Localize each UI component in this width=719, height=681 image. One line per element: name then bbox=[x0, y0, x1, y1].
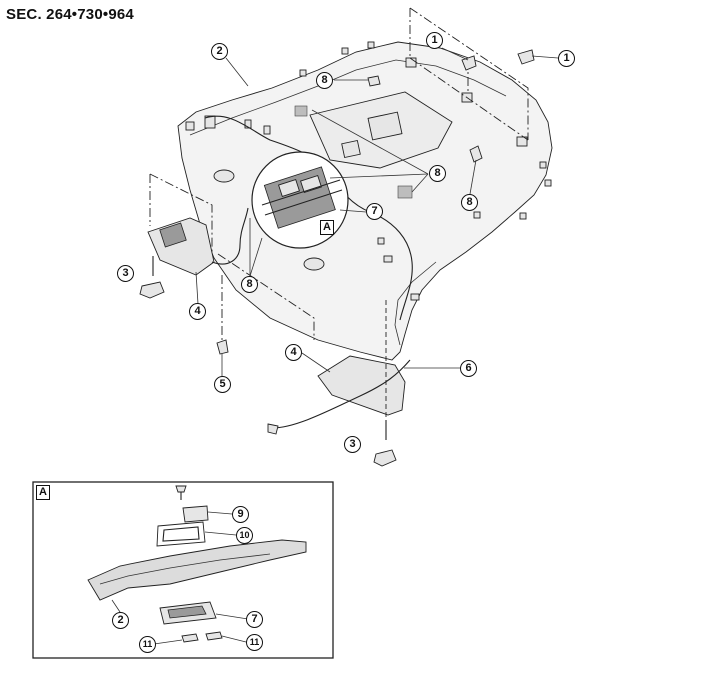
visor-holder-left bbox=[216, 339, 229, 355]
callout-4-right: 4 bbox=[285, 344, 302, 361]
clip-1-right bbox=[517, 49, 535, 65]
map-lamp-detail-circle bbox=[251, 151, 349, 249]
callout-8-lower: 8 bbox=[241, 276, 258, 293]
screw-cover-right bbox=[373, 449, 397, 467]
detail-callout-7: 7 bbox=[246, 611, 263, 628]
callout-8-top: 8 bbox=[316, 72, 333, 89]
section-code: SEC. 264•730•964 bbox=[6, 6, 134, 23]
detail-callout-2: 2 bbox=[112, 612, 129, 629]
detail-callout-11-left: 11 bbox=[139, 636, 156, 653]
callout-2: 2 bbox=[211, 43, 228, 60]
assist-grip-harness bbox=[271, 359, 411, 429]
dome-lamp-rear bbox=[303, 257, 325, 271]
detail-a-label-main: A bbox=[320, 220, 334, 235]
callout-4-left: 4 bbox=[189, 303, 206, 320]
leader-lines bbox=[195, 47, 559, 376]
screw-cover-left bbox=[139, 281, 165, 299]
detail-callout-11-right: 11 bbox=[246, 634, 263, 651]
clip-8-right bbox=[469, 145, 483, 163]
callout-1-right: 1 bbox=[558, 50, 575, 67]
headlining-panel bbox=[177, 41, 553, 361]
callout-5: 5 bbox=[214, 376, 231, 393]
dome-lamp-front bbox=[213, 169, 235, 183]
callout-3-left: 3 bbox=[117, 265, 134, 282]
detail-callout-9: 9 bbox=[232, 506, 249, 523]
clip-8-top bbox=[367, 75, 381, 87]
callout-8-center: 8 bbox=[429, 165, 446, 182]
callout-6: 6 bbox=[460, 360, 477, 377]
visor-left-wire bbox=[211, 207, 249, 265]
callout-8-right: 8 bbox=[461, 194, 478, 211]
detail-map-lamp-exploded bbox=[87, 485, 307, 645]
callout-3-right: 3 bbox=[344, 436, 361, 453]
detail-a-label-box: A bbox=[36, 485, 50, 500]
detail-callout-10: 10 bbox=[236, 527, 253, 544]
sun-visor-right bbox=[317, 355, 406, 416]
callout-7: 7 bbox=[366, 203, 383, 220]
callout-1-left: 1 bbox=[426, 32, 443, 49]
clip-1-left bbox=[461, 55, 477, 71]
